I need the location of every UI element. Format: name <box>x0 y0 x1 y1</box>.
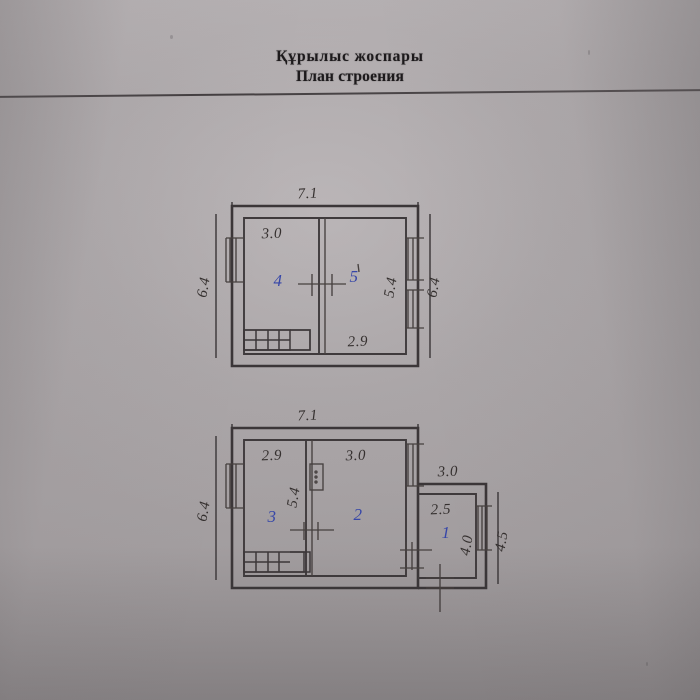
lower-room-number-2: 2 <box>354 505 363 524</box>
lower-interior-door-opening <box>290 522 334 540</box>
lower-left-window <box>225 463 244 509</box>
upper-room-number-5: 5 <box>350 267 359 286</box>
upper-left-window <box>225 237 244 283</box>
paper-speck <box>170 35 173 39</box>
lower-outer-wall <box>230 426 420 590</box>
upper-room-number-4: 4 <box>274 271 283 290</box>
lower-annex-outer-height-label: 4.5 <box>492 530 511 553</box>
upper-outer-wall <box>230 204 420 368</box>
lower-annex-right-window <box>476 505 492 551</box>
lower-annex-entrance-door <box>426 564 454 612</box>
upper-room5-pen-tick <box>357 263 360 273</box>
lower-right-window <box>406 443 424 487</box>
upper-inner-height-label: 5.4 <box>381 276 400 299</box>
lower-inner-height-label: 5.4 <box>284 486 303 509</box>
upper-overall-width-label: 7.1 <box>297 185 318 202</box>
lower-room-number-3: 3 <box>267 507 277 526</box>
page-title-russian: План строения <box>295 67 405 85</box>
upper-stove-hatched-block <box>243 329 311 351</box>
document-title-block: Құрылыс жоспары План строения <box>0 47 700 86</box>
upper-inner-wall <box>243 217 407 355</box>
lower-room2-width-label: 3.0 <box>344 448 366 465</box>
upper-interior-door-opening <box>298 274 346 296</box>
lower-annex-door-opening <box>400 542 432 570</box>
upper-right-window-bottom <box>406 289 424 329</box>
upper-left-height-label: 6.4 <box>194 276 213 299</box>
header-rule-line <box>0 89 700 98</box>
upper-floor-plan: 7.1 6.4 6.4 5.4 3.0 2.9 <box>194 185 444 368</box>
lower-floor-plan: 7.1 <box>194 407 512 612</box>
lower-left-height-label: 6.4 <box>194 500 213 523</box>
lower-room-number-1: 1 <box>442 523 451 542</box>
lower-annex-inner-width-label: 2.5 <box>430 502 451 519</box>
upper-room5-width-label: 2.9 <box>347 334 368 351</box>
lower-room3-width-label: 2.9 <box>261 448 282 465</box>
lower-electrical-box-icon <box>309 463 324 491</box>
lower-inner-wall <box>243 439 407 577</box>
upper-room4-width-label: 3.0 <box>260 226 282 243</box>
paper-speck <box>646 662 648 666</box>
upper-right-window-top <box>406 237 424 281</box>
upper-right-height-label: 6.4 <box>424 276 443 299</box>
lower-overall-width-label: 7.1 <box>297 407 318 424</box>
lower-annex-width-label: 3.0 <box>436 464 458 481</box>
lower-stove-hatched-block <box>243 551 311 573</box>
page-title-kazakh: Құрылыс жоспары <box>276 48 424 65</box>
lower-annex-inner-height-label: 4.0 <box>457 534 476 557</box>
